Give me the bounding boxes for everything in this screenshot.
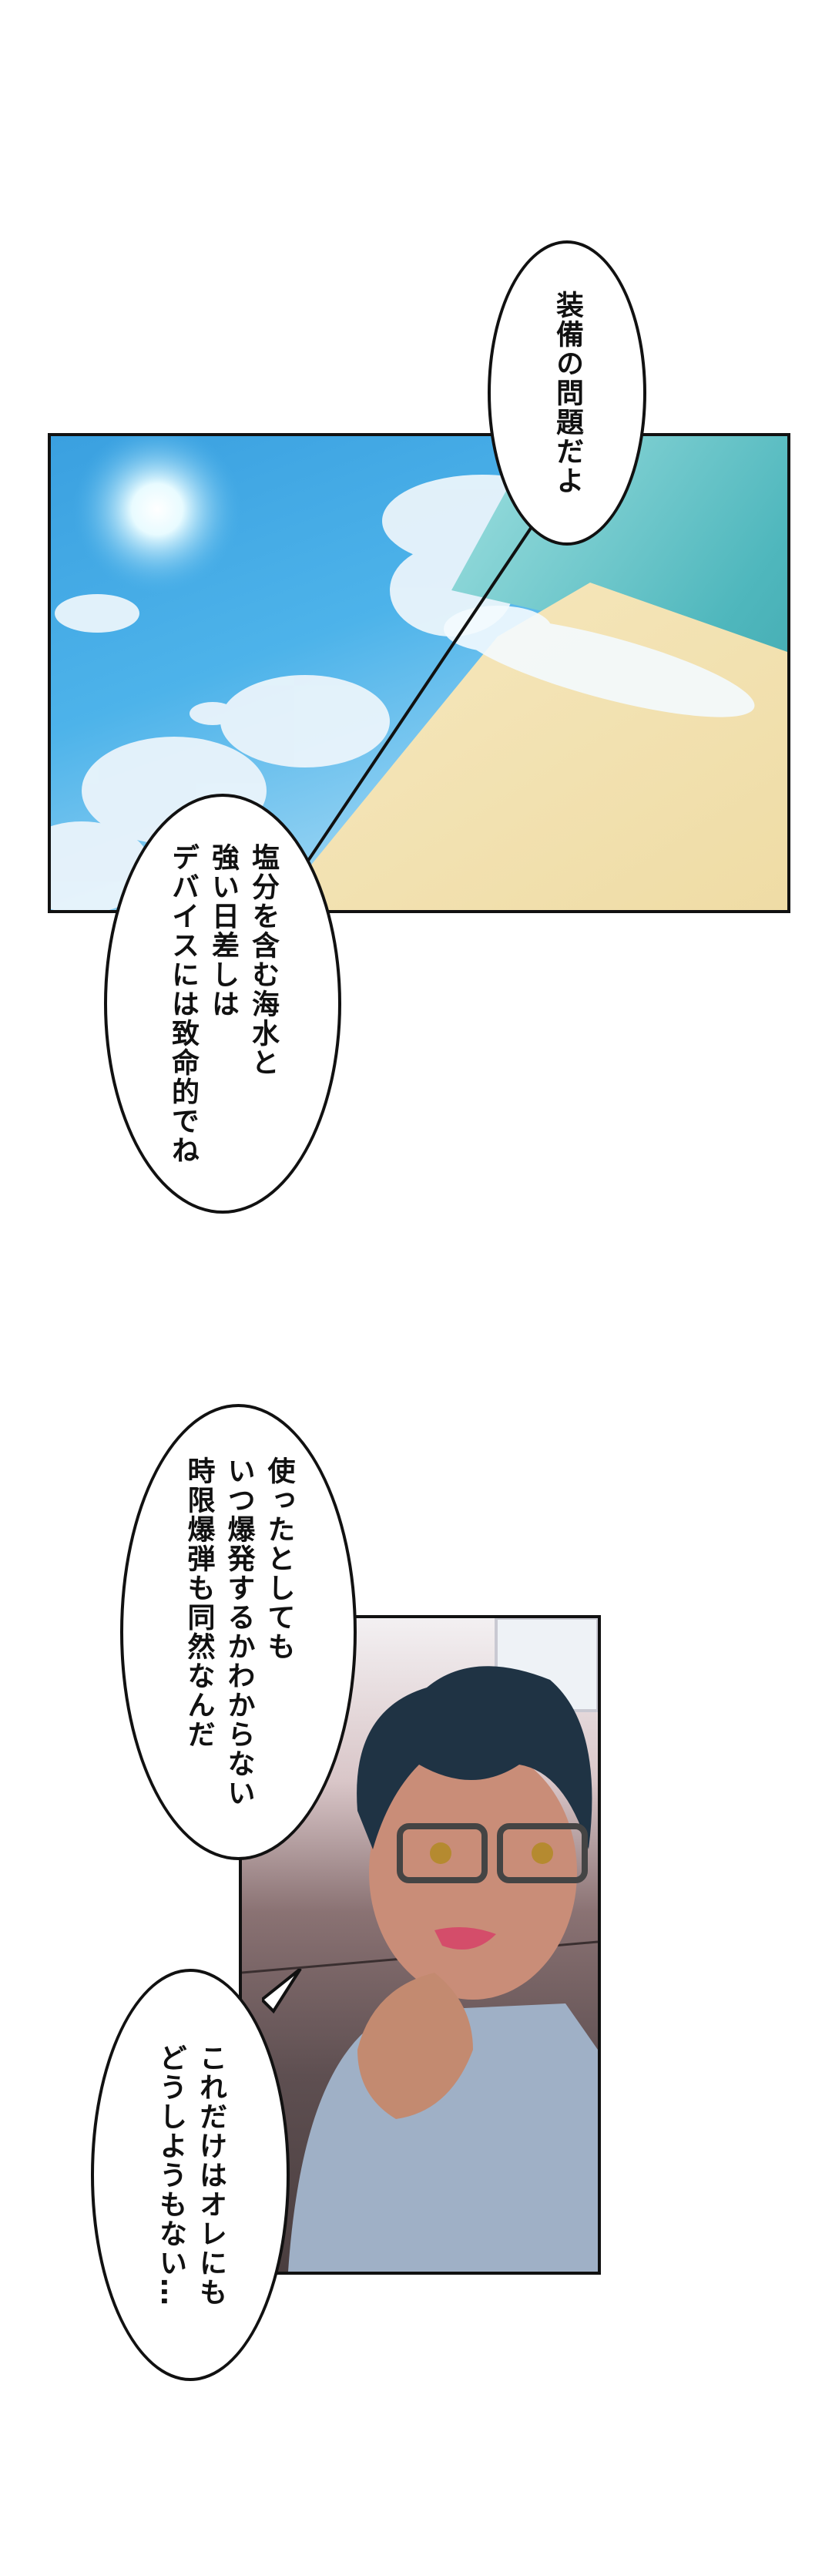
bubble-text: 時限爆弾も同然なんだ	[183, 1456, 215, 1749]
speech-bubble-1: 装備の問題だよ	[488, 240, 646, 546]
bubble-text: 強い日差しは	[207, 842, 239, 1019]
character-illustration	[242, 1618, 598, 2272]
panel-divider	[273, 514, 541, 910]
sea	[451, 436, 787, 910]
bubble-text: いつ爆発するかわからない	[223, 1456, 255, 1808]
beach-panel	[48, 433, 790, 913]
bubble-text: これだけはオレにも	[195, 2043, 226, 2307]
glasses	[397, 1823, 488, 1883]
hair	[357, 1666, 592, 1849]
hand	[357, 1973, 473, 2119]
bubble-tail-4	[262, 1969, 302, 2014]
bubble-text: デバイスには致命的でね	[167, 842, 199, 1165]
bubble-text: 使ったとしても	[263, 1456, 295, 1661]
speech-bubble-3: 使ったとしても いつ爆発するかわからない 時限爆弾も同然なんだ	[120, 1404, 357, 1860]
bubble-text: 塩分を含む海水と	[247, 842, 279, 1077]
bubble-text: 装備の問題だよ	[552, 291, 583, 495]
sun	[72, 436, 242, 594]
face	[369, 1745, 577, 2000]
speech-bubble-4: これだけはオレにも どうしようもない…	[91, 1969, 290, 2381]
speech-bubble-2: 塩分を含む海水と 強い日差しは デバイスには致命的でね	[104, 794, 341, 1214]
bubble-text: どうしようもない…	[155, 2043, 186, 2307]
